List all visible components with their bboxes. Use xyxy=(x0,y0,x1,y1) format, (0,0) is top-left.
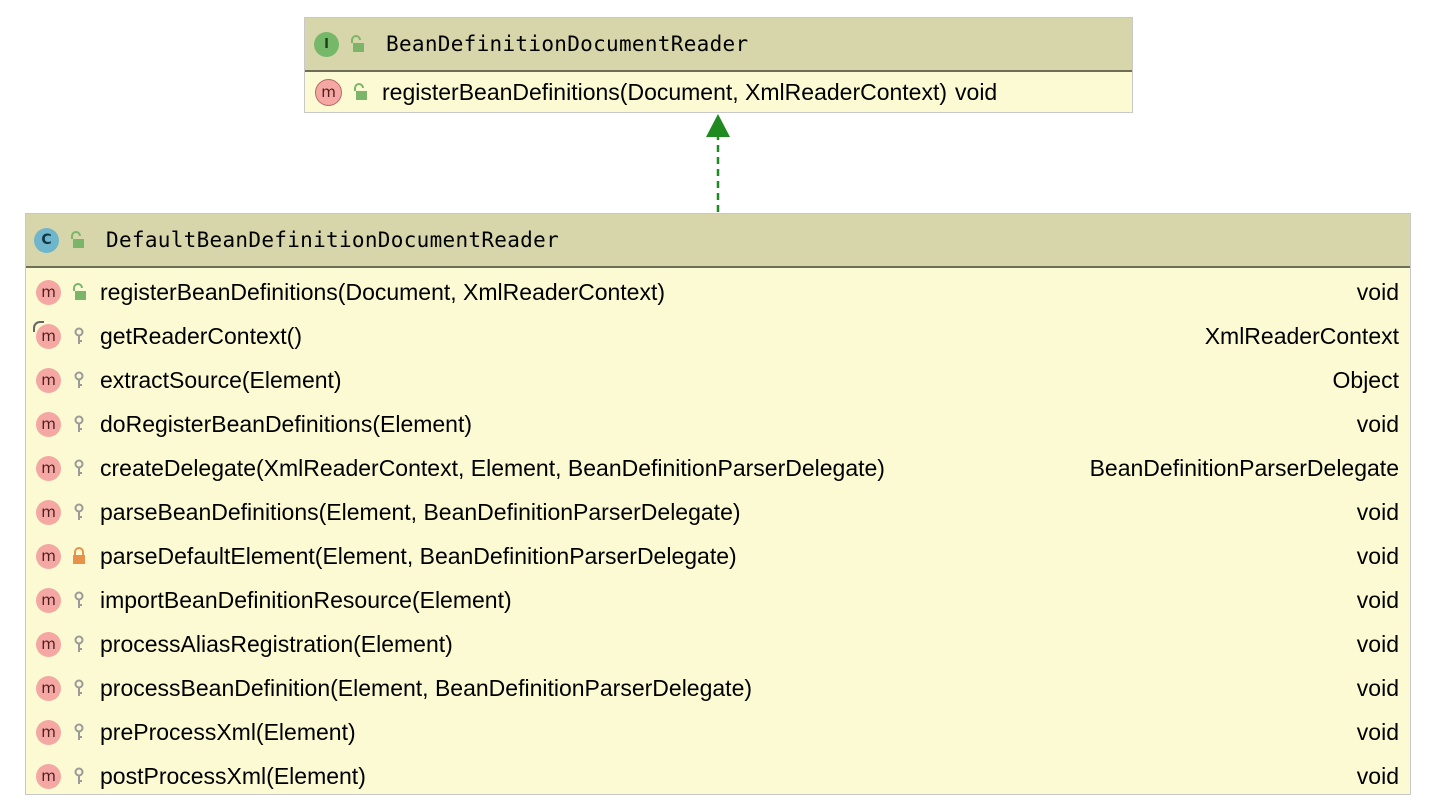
protected-key-icon xyxy=(74,371,84,388)
method-icon: m xyxy=(36,763,61,789)
private-lock-icon xyxy=(73,547,85,564)
method-return-type: void xyxy=(1356,674,1399,701)
interface-header: I BeanDefinitionDocumentReader xyxy=(305,18,1132,72)
protected-key-icon xyxy=(74,635,84,652)
method-icon: m xyxy=(36,367,61,393)
public-unlock-icon xyxy=(73,283,86,300)
protected-key-icon xyxy=(74,591,84,608)
method-icon: m xyxy=(36,411,61,437)
method-signature: doRegisterBeanDefinitions(Element) xyxy=(100,410,473,437)
method-row[interactable]: m parseDefaultElement(Element, BeanDefini… xyxy=(26,534,1410,578)
method-row[interactable]: m processAliasRegistration(Element) void xyxy=(26,622,1410,666)
protected-key-icon xyxy=(74,327,84,344)
public-unlock-icon xyxy=(351,35,364,52)
interface-icon: I xyxy=(314,31,339,57)
method-signature: processBeanDefinition(Element, BeanDefin… xyxy=(100,674,753,701)
method-return-type: void xyxy=(1356,542,1399,569)
abstract-method-icon: m xyxy=(315,78,342,106)
protected-key-icon xyxy=(74,503,84,520)
class-box[interactable]: C DefaultBeanDefinitionDocumentReader m r… xyxy=(25,213,1411,795)
method-return-type: Object xyxy=(1332,366,1399,393)
method-return-type: void xyxy=(955,78,998,105)
method-signature: preProcessXml(Element) xyxy=(100,718,356,745)
method-signature: parseDefaultElement(Element, BeanDefinit… xyxy=(100,542,737,569)
method-row[interactable]: m getReaderContext() XmlReaderContext xyxy=(26,314,1410,358)
method-return-type: void xyxy=(1356,498,1399,525)
method-row[interactable]: m registerBeanDefinitions(Document, XmlR… xyxy=(305,72,1132,112)
method-row[interactable]: m processBeanDefinition(Element, BeanDefi… xyxy=(26,666,1410,710)
method-icon: m xyxy=(36,279,61,305)
method-row[interactable]: m registerBeanDefinitions(Document, XmlRe… xyxy=(26,270,1410,314)
method-signature: getReaderContext() xyxy=(100,322,302,349)
method-icon: m xyxy=(36,631,61,657)
method-row[interactable]: m doRegisterBeanDefinitions(Element) void xyxy=(26,402,1410,446)
public-unlock-icon xyxy=(71,231,84,248)
class-icon: C xyxy=(34,227,59,253)
method-icon: m xyxy=(36,499,61,525)
method-row[interactable]: m extractSource(Element) Object xyxy=(26,358,1410,402)
interface-name: BeanDefinitionDocumentReader xyxy=(386,32,749,56)
class-name: DefaultBeanDefinitionDocumentReader xyxy=(106,228,560,252)
method-return-type: void xyxy=(1356,410,1399,437)
method-icon: m xyxy=(36,719,61,745)
method-return-type: XmlReaderContext xyxy=(1204,322,1399,349)
method-return-type: BeanDefinitionParserDelegate xyxy=(1089,454,1399,481)
interface-box[interactable]: I BeanDefinitionDocumentReader m registe… xyxy=(304,17,1133,113)
method-icon: m xyxy=(36,675,61,701)
method-icon: m xyxy=(33,320,61,349)
method-row[interactable]: m parseBeanDefinitions(Element, BeanDefin… xyxy=(26,490,1410,534)
method-return-type: void xyxy=(1356,630,1399,657)
method-signature: registerBeanDefinitions(Document, XmlRea… xyxy=(382,78,948,105)
public-unlock-icon xyxy=(354,83,367,100)
protected-key-icon xyxy=(74,679,84,696)
protected-key-icon xyxy=(74,723,84,740)
method-signature: parseBeanDefinitions(Element, BeanDefini… xyxy=(100,498,741,525)
protected-key-icon xyxy=(74,767,84,784)
method-signature: extractSource(Element) xyxy=(100,366,342,393)
method-row[interactable]: m postProcessXml(Element) void xyxy=(26,754,1410,798)
method-icon: m xyxy=(36,455,61,481)
method-signature: processAliasRegistration(Element) xyxy=(100,630,453,657)
method-icon: m xyxy=(36,587,61,613)
method-signature: importBeanDefinitionResource(Element) xyxy=(100,586,512,613)
method-row[interactable]: m preProcessXml(Element) void xyxy=(26,710,1410,754)
method-return-type: void xyxy=(1356,586,1399,613)
method-return-type: void xyxy=(1356,762,1399,789)
protected-key-icon xyxy=(74,415,84,432)
method-list: m registerBeanDefinitions(Document, XmlRe… xyxy=(26,268,1410,798)
class-header: C DefaultBeanDefinitionDocumentReader xyxy=(26,214,1410,268)
method-row[interactable]: m createDelegate(XmlReaderContext, Elemen… xyxy=(26,446,1410,490)
method-signature: postProcessXml(Element) xyxy=(100,762,366,789)
method-return-type: void xyxy=(1356,718,1399,745)
method-signature: registerBeanDefinitions(Document, XmlRea… xyxy=(100,278,666,305)
method-signature: createDelegate(XmlReaderContext, Element… xyxy=(100,454,885,481)
method-row[interactable]: m importBeanDefinitionResource(Element) vo… xyxy=(26,578,1410,622)
protected-key-icon xyxy=(74,459,84,476)
method-icon: m xyxy=(36,543,61,569)
method-return-type: void xyxy=(1356,278,1399,305)
